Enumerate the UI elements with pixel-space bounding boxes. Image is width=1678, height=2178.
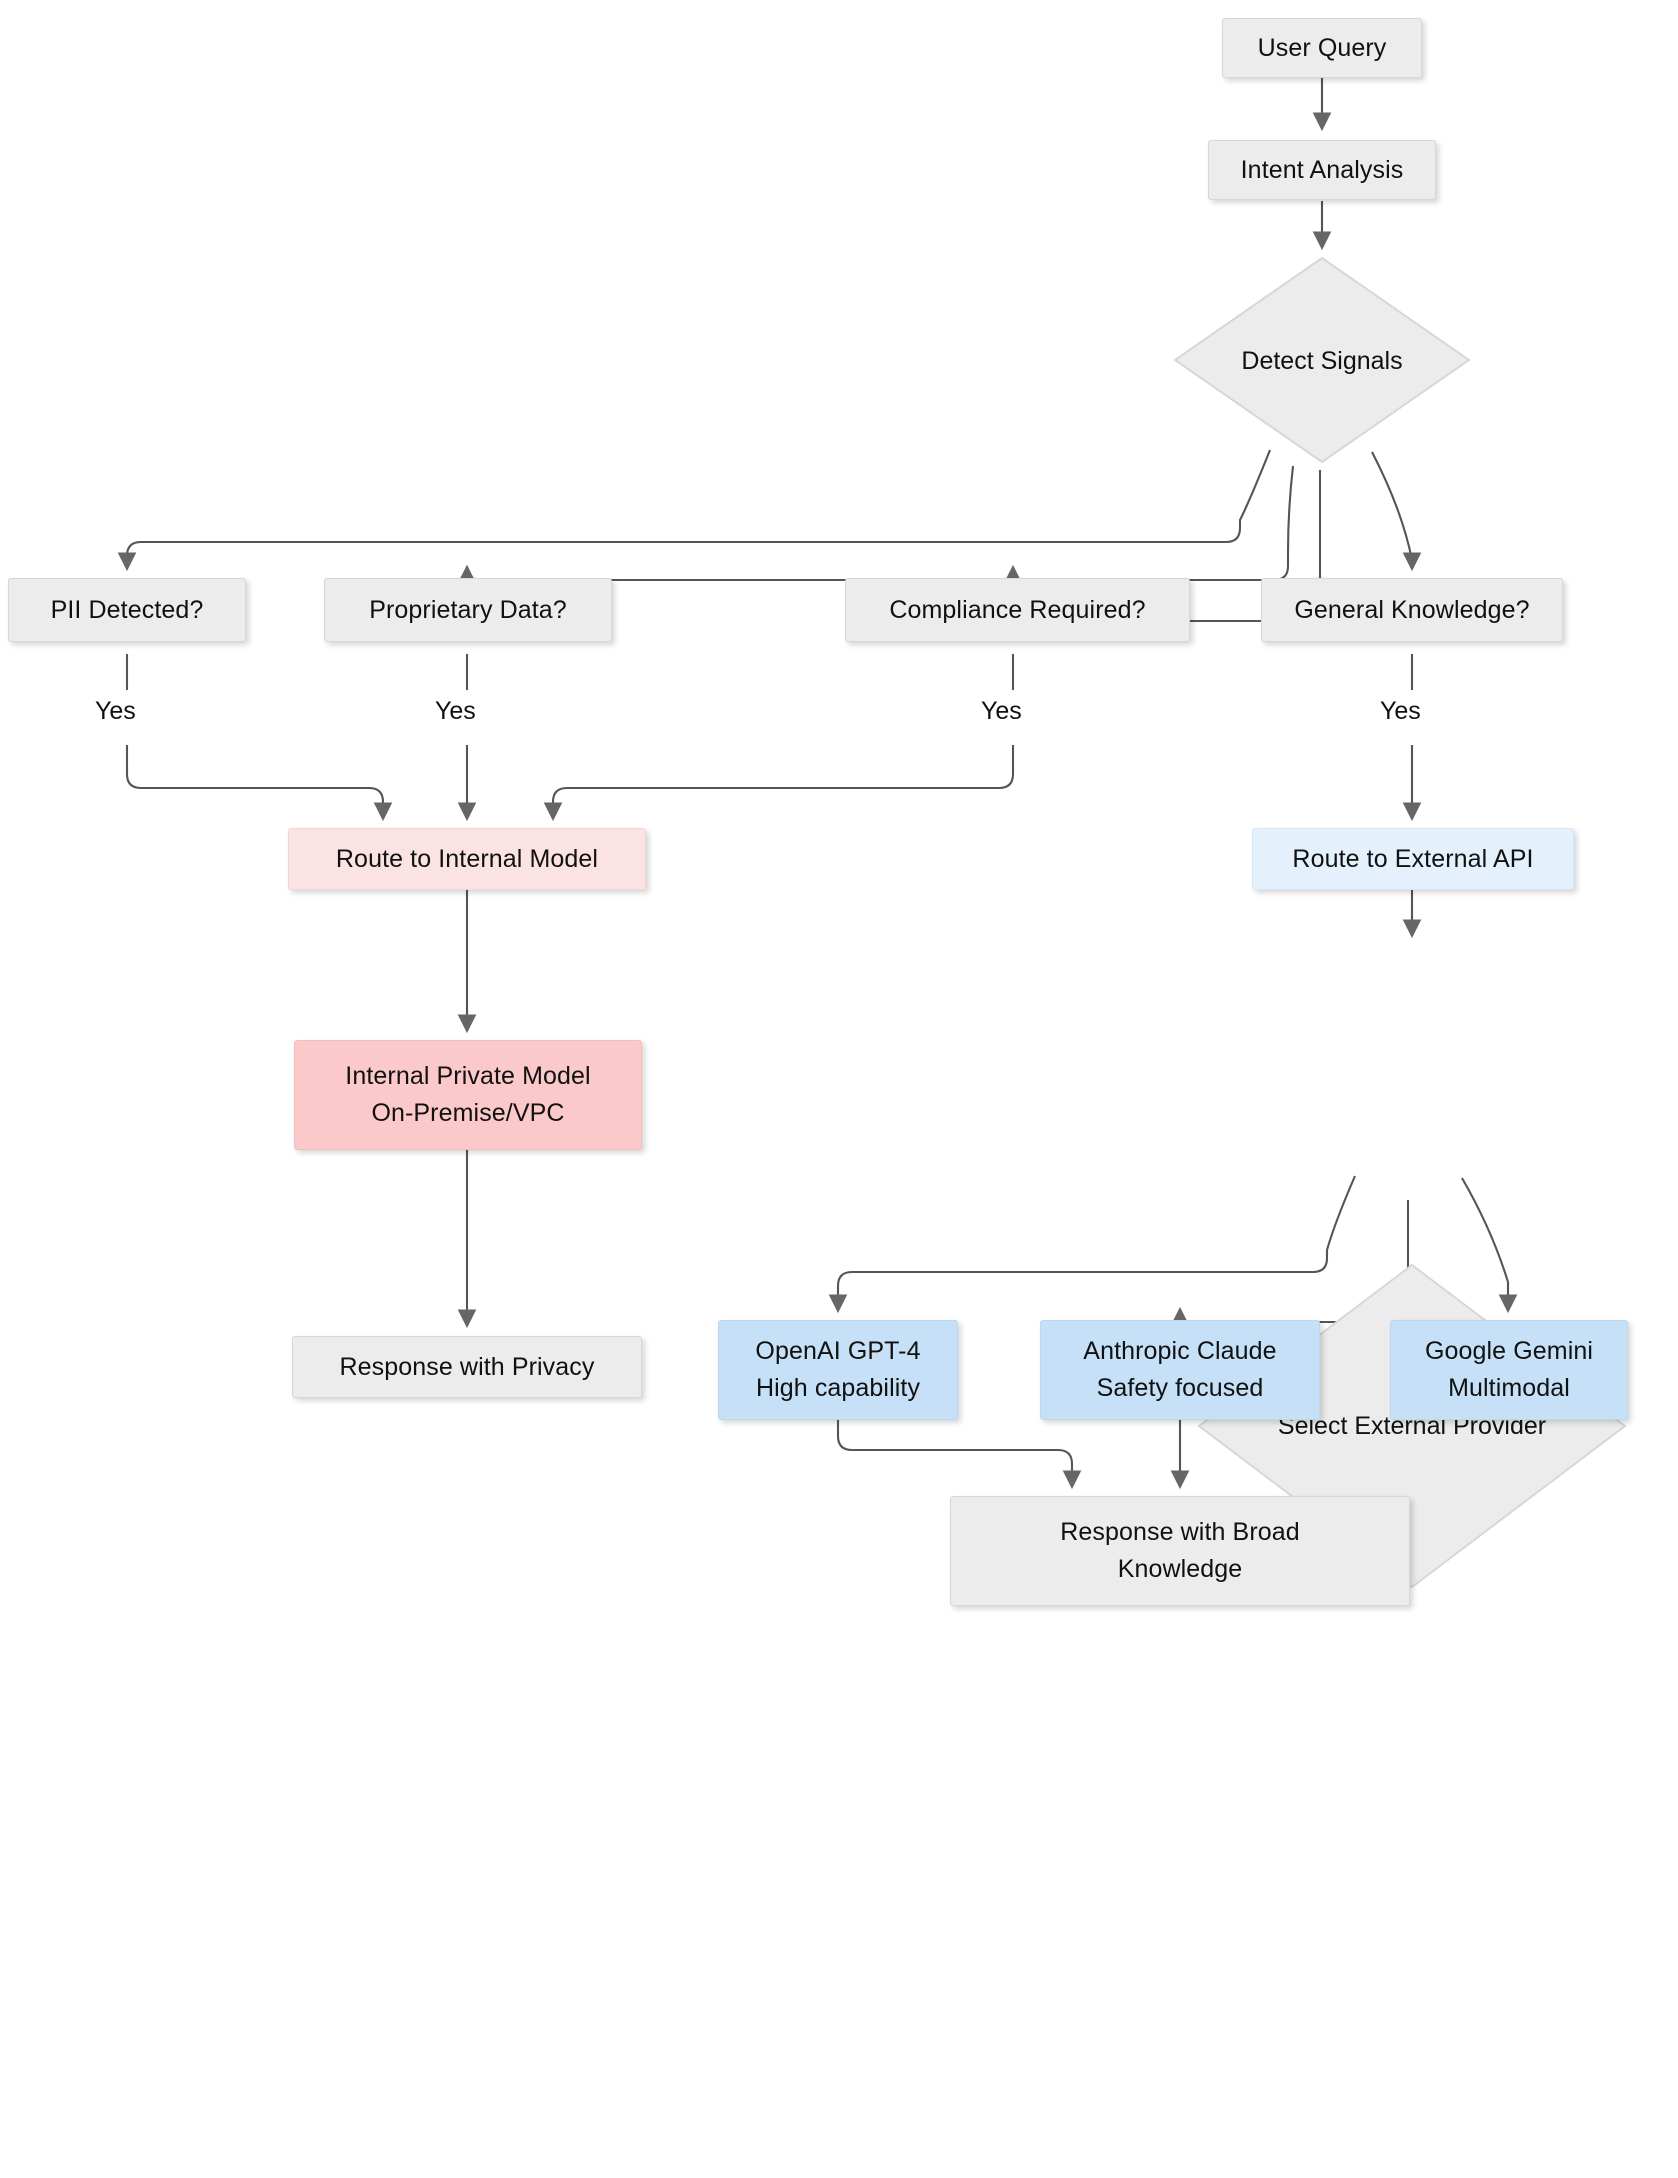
node-response-broad-line2: Knowledge <box>1117 1555 1243 1583</box>
node-pii-detected[interactable]: PII Detected? <box>8 578 246 642</box>
node-pii-detected-label: PII Detected? <box>50 595 204 624</box>
node-route-external-label: Route to External API <box>1292 844 1534 873</box>
node-openai-line1: OpenAI GPT-4 <box>755 1337 921 1365</box>
node-route-to-external-api[interactable]: Route to External API <box>1252 828 1574 890</box>
node-internal-private-model-line2: On-Premise/VPC <box>371 1099 565 1127</box>
node-proprietary-data[interactable]: Proprietary Data? <box>324 578 612 642</box>
node-intent-analysis[interactable]: Intent Analysis <box>1208 140 1436 200</box>
node-response-with-privacy[interactable]: Response with Privacy <box>292 1336 642 1398</box>
node-anthropic-line1: Anthropic Claude <box>1083 1337 1277 1365</box>
edge-detect-to-general <box>1371 451 1422 572</box>
node-user-query-label: User Query <box>1257 33 1387 62</box>
node-compliance-required-label: Compliance Required? <box>889 595 1146 624</box>
edge-openai-to-response-broad <box>836 1400 1082 1490</box>
detect-signals-diamond-shape <box>1173 256 1471 464</box>
node-anthropic-claude[interactable]: Anthropic Claude Safety focused <box>1040 1320 1320 1420</box>
node-response-privacy-label: Response with Privacy <box>339 1352 595 1381</box>
node-openai-line2: High capability <box>755 1374 921 1402</box>
node-user-query[interactable]: User Query <box>1222 18 1422 78</box>
node-route-internal-label: Route to Internal Model <box>335 844 599 873</box>
node-response-with-broad-knowledge[interactable]: Response with Broad Knowledge <box>950 1496 1410 1606</box>
node-anthropic-line2: Safety focused <box>1096 1374 1264 1402</box>
node-google-line2: Multimodal <box>1448 1374 1570 1402</box>
node-internal-private-model-line1: Internal Private Model <box>345 1062 591 1090</box>
node-route-to-internal-model[interactable]: Route to Internal Model <box>288 828 646 890</box>
edge-select-provider-to-openai <box>828 1175 1356 1314</box>
edge-label-pii-yes: Yes <box>90 697 141 726</box>
edge-detect-to-proprietary-visible <box>457 465 1295 595</box>
node-google-line1: Google Gemini <box>1424 1337 1594 1365</box>
node-general-knowledge-label: General Knowledge? <box>1294 595 1530 624</box>
node-intent-analysis-label: Intent Analysis <box>1240 155 1404 184</box>
node-openai-gpt4[interactable]: OpenAI GPT-4 High capability <box>718 1320 958 1420</box>
edge-detect-to-proprietary <box>457 564 477 584</box>
node-compliance-required[interactable]: Compliance Required? <box>845 578 1190 642</box>
edge-label-compliance-yes: Yes <box>976 697 1027 726</box>
node-detect-signals[interactable]: Detect Signals <box>1172 255 1472 465</box>
node-google-gemini[interactable]: Google Gemini Multimodal <box>1390 1320 1628 1420</box>
edge-select-provider-to-google <box>1461 1177 1518 1314</box>
node-response-broad-line1: Response with Broad <box>1060 1518 1300 1546</box>
node-proprietary-data-label: Proprietary Data? <box>369 595 567 624</box>
edge-label-proprietary-yes: Yes <box>430 697 481 726</box>
node-detect-signals-label: Detect Signals <box>1241 347 1403 375</box>
edge-detect-to-pii <box>117 449 1271 572</box>
node-general-knowledge[interactable]: General Knowledge? <box>1261 578 1563 642</box>
edge-compliance-to-route-internal <box>543 745 1015 822</box>
edge-pii-to-route-internal <box>125 745 393 822</box>
edge-label-general-yes: Yes <box>1375 697 1426 726</box>
node-internal-private-model[interactable]: Internal Private Model On-Premise/VPC <box>294 1040 642 1150</box>
